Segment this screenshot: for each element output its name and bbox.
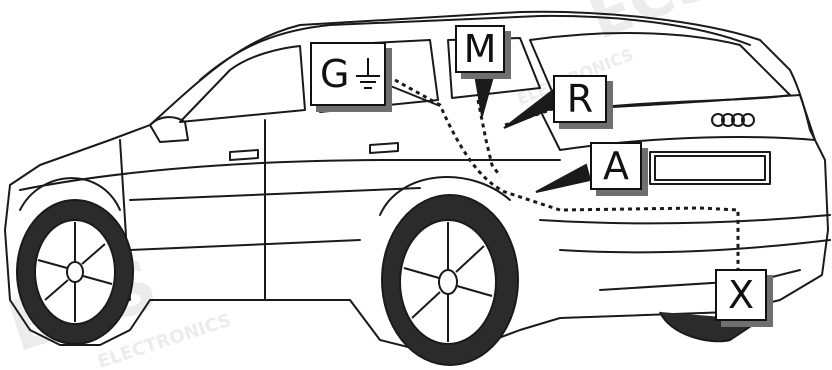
front-wheel [16, 199, 134, 345]
label-ground-letter: G [320, 52, 350, 96]
label-r-letter: R [566, 77, 594, 121]
label-x-letter: X [727, 273, 755, 317]
ground-symbol-icon [356, 58, 381, 89]
svg-text:ECS: ECS [579, 0, 725, 54]
label-r: R [553, 75, 607, 123]
pointer-lines [387, 79, 592, 193]
label-a-letter: A [603, 144, 629, 188]
car-outline [4, 10, 831, 351]
label-x: X [715, 269, 767, 321]
label-m-letter: M [463, 27, 497, 71]
label-m: M [455, 25, 505, 73]
label-a: A [590, 142, 642, 190]
label-ground: G [310, 42, 386, 106]
rear-wheel [381, 194, 519, 366]
